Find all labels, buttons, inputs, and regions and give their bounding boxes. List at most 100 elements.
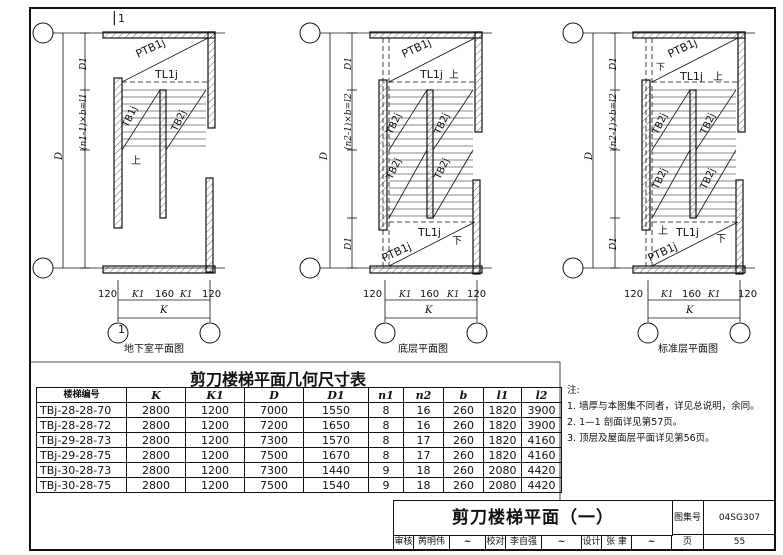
table-cell: 18 xyxy=(403,462,444,478)
axis-bubble xyxy=(637,322,659,344)
table-cell: 260 xyxy=(443,432,484,448)
table-cell: 1650 xyxy=(303,417,369,433)
axis-bubble xyxy=(562,22,584,44)
table-cell: TBj-28-28-70 xyxy=(36,402,127,418)
axis-bubble xyxy=(32,22,54,44)
note-item: 2. 1—1 剖面详见第57页。 xyxy=(567,417,683,428)
table-cell: 2080 xyxy=(483,477,522,493)
slab-diagonal xyxy=(388,221,476,267)
axis-bubble xyxy=(374,322,396,344)
header-d: D xyxy=(244,387,304,403)
table-cell: 2800 xyxy=(126,447,186,463)
dim-k1: K1 xyxy=(131,290,144,300)
header-code: 楼梯编号 xyxy=(36,387,127,403)
axis-bubble xyxy=(729,322,751,344)
table-cell: 3900 xyxy=(521,417,562,433)
table-cell: TBj-28-28-72 xyxy=(36,417,127,433)
dim-wall: 120 xyxy=(738,289,757,300)
wall xyxy=(159,89,167,219)
axis-bubble xyxy=(32,257,54,279)
design-label: 设计 xyxy=(582,535,602,551)
dim-k: K xyxy=(159,305,168,316)
wall xyxy=(426,89,434,219)
table-cell: 8 xyxy=(368,447,404,463)
table-cell: 1570 xyxy=(303,432,369,448)
wall xyxy=(369,265,483,274)
wall xyxy=(207,31,216,129)
flight-diagonal xyxy=(388,89,428,151)
table-cell: 16 xyxy=(403,402,444,418)
table-cell: 16 xyxy=(403,417,444,433)
dim-k: K xyxy=(424,305,433,316)
table-cell: 260 xyxy=(443,402,484,418)
axis-bubble xyxy=(562,257,584,279)
header-l2: l2 xyxy=(521,387,562,403)
table-cell: 8 xyxy=(368,417,404,433)
table-cell: 8 xyxy=(368,432,404,448)
table-cell: 4420 xyxy=(521,477,562,493)
wall xyxy=(632,265,746,274)
table-title: 剪刀楼梯平面几何尺寸表 xyxy=(190,370,367,389)
header-d1: D1 xyxy=(303,387,369,403)
notes: 注: 1. 墙厚与本图集不同者，详见总说明，余同。 2. 1—1 剖面详见第57… xyxy=(567,383,760,447)
dim-wall: 120 xyxy=(98,289,117,300)
label-ptb-top: PTB1j xyxy=(666,36,700,61)
dim-mid: 160 xyxy=(420,289,439,300)
dim-d1: D1 xyxy=(344,57,354,71)
label-tb: TB2j xyxy=(698,112,718,138)
slab-diagonal xyxy=(651,37,739,83)
table-cell: 1200 xyxy=(185,447,245,463)
slab-diagonal xyxy=(388,37,476,83)
slab-diagonal xyxy=(121,37,209,83)
label-tb: TB2j xyxy=(650,112,670,138)
dimension-table: 楼梯编号 K K1 D D1 n1 n2 b l1 l2 TBj-28-28-7… xyxy=(36,387,562,493)
label-down: 下 xyxy=(656,63,665,73)
dim-mid: 160 xyxy=(682,289,701,300)
table-cell: 7200 xyxy=(244,417,304,433)
dim-d1: D1 xyxy=(609,237,619,251)
table-cell: 1200 xyxy=(185,402,245,418)
label-tl: TL1j xyxy=(154,68,178,81)
table-cell: 7300 xyxy=(244,462,304,478)
dimension-labels: 120 K1 160 K1 120 K 120 K1 160 K1 120 K … xyxy=(98,289,757,316)
table-cell: 2800 xyxy=(126,477,186,493)
header-k1: K1 xyxy=(185,387,245,403)
table-cell: 9 xyxy=(368,477,404,493)
label-tl-top: TL1j xyxy=(419,68,443,81)
title-block: 剪刀楼梯平面（一） 图集号 04SG307 页 55 审核 苪明伟 ~ 校对 李… xyxy=(393,500,776,551)
table-cell: 9 xyxy=(368,462,404,478)
wall xyxy=(737,31,746,133)
table-cell: 1440 xyxy=(303,462,369,478)
dim-k1: K1 xyxy=(446,290,459,300)
dim-d1: D1 xyxy=(344,237,354,251)
wall xyxy=(735,179,744,275)
dim-wall: 120 xyxy=(624,289,643,300)
designer-name: 张 聿 xyxy=(602,535,632,551)
dim-mid: 160 xyxy=(155,289,174,300)
flight-diagonal xyxy=(432,89,474,151)
check-label: 校对 xyxy=(486,535,506,551)
reviewer-signature: ~ xyxy=(450,535,486,551)
dim-k1: K1 xyxy=(179,290,192,300)
table-cell: 1670 xyxy=(303,447,369,463)
label-tb: TB2j xyxy=(432,157,452,183)
atlas-number: 04SG307 xyxy=(704,501,776,535)
drawing-title: 剪刀楼梯平面（一） xyxy=(394,501,673,536)
table-cell: 17 xyxy=(403,447,444,463)
label-up: 上 xyxy=(449,69,459,81)
table-cell: 1820 xyxy=(483,447,522,463)
wall xyxy=(205,177,214,273)
label-tl-bottom: TL1j xyxy=(417,226,441,239)
axis-bubble xyxy=(299,257,321,279)
wall xyxy=(474,31,483,133)
axis-bubble xyxy=(466,322,488,344)
table-cell: 1200 xyxy=(185,417,245,433)
table-cell: 8 xyxy=(368,402,404,418)
label-tb: TB2j xyxy=(698,167,718,193)
table-cell: TBj-29-28-75 xyxy=(36,447,127,463)
dim-run: (n2-1)×b=l2 xyxy=(608,93,619,150)
